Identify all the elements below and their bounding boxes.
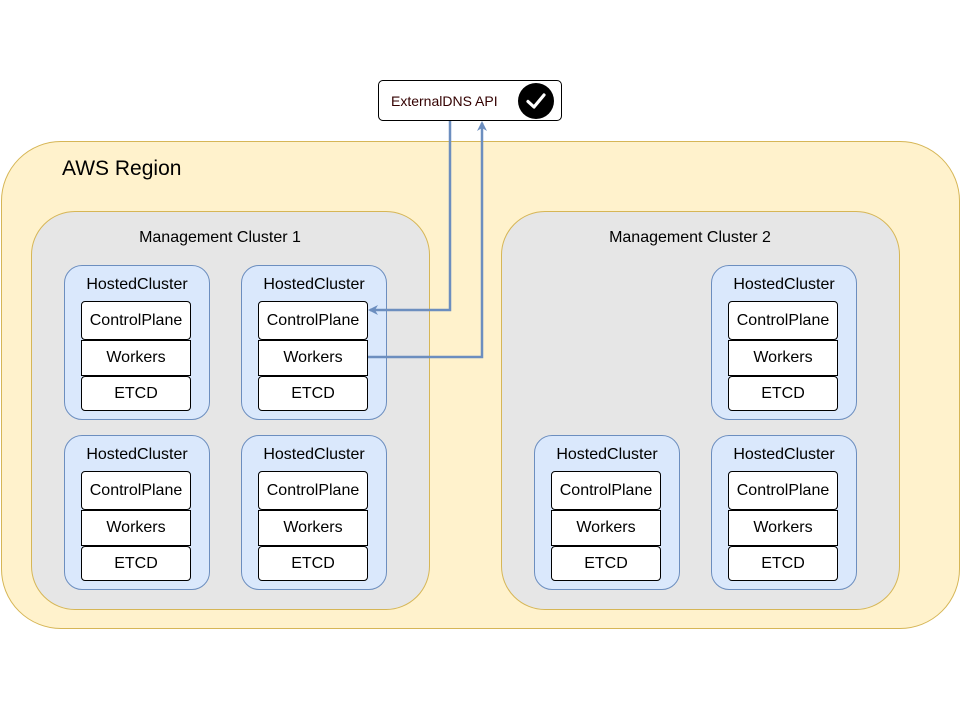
hosted-cluster: HostedCluster ControlPlane Workers ETCD	[241, 265, 387, 420]
etcd-box: ETCD	[81, 376, 191, 411]
etcd-box: ETCD	[258, 546, 368, 581]
control-plane-box: ControlPlane	[728, 301, 838, 340]
hosted-cluster-title: HostedCluster	[556, 446, 658, 463]
hosted-cluster-title: HostedCluster	[86, 446, 188, 463]
etcd-box: ETCD	[81, 546, 191, 581]
api-to-controlplane-edge	[368, 121, 452, 315]
check-circle-icon	[518, 83, 554, 119]
etcd-box: ETCD	[728, 376, 838, 411]
hosted-cluster-title: HostedCluster	[86, 276, 188, 293]
external-dns-api-label: ExternalDNS API	[391, 93, 498, 109]
workers-box: Workers	[258, 510, 368, 546]
etcd-box: ETCD	[728, 546, 838, 581]
workers-box: Workers	[258, 340, 368, 376]
management-cluster-2-label: Management Cluster 2	[609, 229, 771, 246]
workers-box: Workers	[728, 340, 838, 376]
control-plane-box: ControlPlane	[81, 471, 191, 510]
workers-box: Workers	[551, 510, 661, 546]
hosted-cluster-title: HostedCluster	[733, 276, 835, 293]
hosted-cluster: HostedCluster ControlPlane Workers ETCD	[534, 435, 680, 590]
hosted-cluster-title: HostedCluster	[733, 446, 835, 463]
hosted-cluster: HostedCluster ControlPlane Workers ETCD	[64, 435, 210, 590]
aws-region-label: AWS Region	[62, 157, 182, 180]
workers-to-api-edge	[368, 121, 487, 359]
control-plane-box: ControlPlane	[728, 471, 838, 510]
hosted-cluster: HostedCluster ControlPlane Workers ETCD	[711, 435, 857, 590]
control-plane-box: ControlPlane	[551, 471, 661, 510]
control-plane-box: ControlPlane	[258, 471, 368, 510]
hosted-cluster: HostedCluster ControlPlane Workers ETCD	[64, 265, 210, 420]
hosted-cluster-title: HostedCluster	[263, 446, 365, 463]
workers-box: Workers	[81, 510, 191, 546]
external-dns-api-box: ExternalDNS API	[378, 80, 562, 121]
hosted-cluster: HostedCluster ControlPlane Workers ETCD	[711, 265, 857, 420]
workers-box: Workers	[81, 340, 191, 376]
hosted-cluster: HostedCluster ControlPlane Workers ETCD	[241, 435, 387, 590]
control-plane-box: ControlPlane	[258, 301, 368, 340]
hosted-cluster-title: HostedCluster	[263, 276, 365, 293]
control-plane-box: ControlPlane	[81, 301, 191, 340]
etcd-box: ETCD	[551, 546, 661, 581]
etcd-box: ETCD	[258, 376, 368, 411]
management-cluster-1-label: Management Cluster 1	[139, 229, 301, 246]
workers-box: Workers	[728, 510, 838, 546]
